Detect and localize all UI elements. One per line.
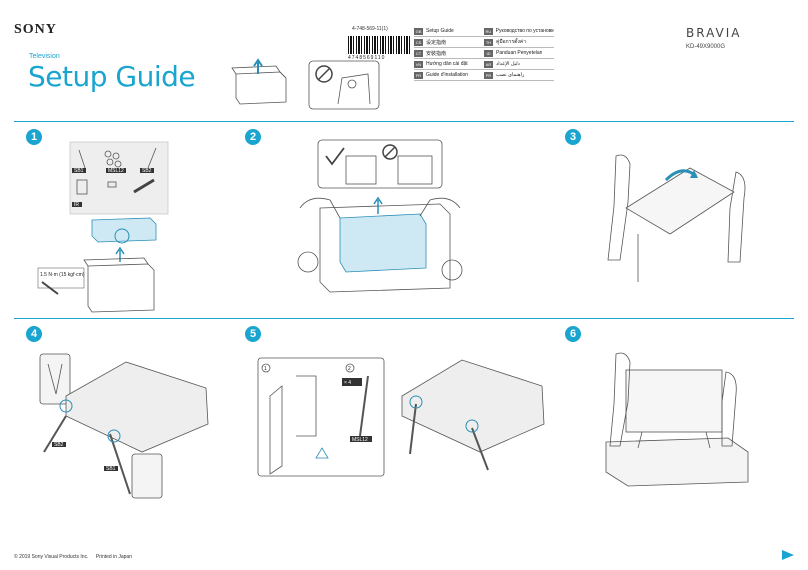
language-name: คู่มือการตั้งค่า <box>496 39 527 45</box>
part-label: MSL12 <box>352 437 368 443</box>
divider <box>14 318 794 319</box>
step-number: 5 <box>245 326 261 342</box>
substep-number: 2 <box>348 366 351 372</box>
step5-tv-illustration <box>401 359 545 471</box>
part-label: SB2 <box>142 168 152 174</box>
category-label: Television <box>29 53 60 60</box>
language-name: Guide d'installation <box>426 72 469 78</box>
step1-illustration: SB1 MSL12 SB2 IR 1.5 N·m (15 kgf·cm) <box>37 141 169 313</box>
language-name: Руководство по установке <box>495 28 554 34</box>
screw-multiplier: × 4 <box>344 380 351 386</box>
language-name: 安裝指南 <box>426 50 447 57</box>
language-code: AR <box>484 60 493 68</box>
language-name: راهنمای نصب <box>496 72 525 78</box>
divider <box>14 121 794 122</box>
step3-illustration <box>607 154 746 282</box>
torque-label: 1.5 N·m (15 kgf·cm) <box>40 272 85 278</box>
language-code: FR <box>414 71 423 79</box>
printed-in: Printed in Japan <box>95 554 132 560</box>
substep-number: 1 <box>264 366 267 372</box>
step-number: 2 <box>245 129 261 145</box>
step-number: 3 <box>565 129 581 145</box>
prohibited-illustration <box>308 60 380 110</box>
language-code: TH <box>484 38 493 46</box>
language-code: GB <box>414 27 423 35</box>
language-code: ID <box>484 49 493 57</box>
language-code: VN <box>414 60 423 68</box>
language-name: 设定指南 <box>426 39 447 46</box>
step2-illustration <box>297 139 463 293</box>
language-code: CS <box>414 38 423 46</box>
brand-name: BRAVIA <box>686 26 742 40</box>
part-label: SB1 <box>106 466 116 472</box>
footer: © 2019 Sony Visual Products Inc. Printed… <box>14 554 132 560</box>
language-name: Panduan Penyetelan <box>496 50 543 56</box>
barcode <box>348 36 410 54</box>
step-number: 1 <box>26 129 42 145</box>
sony-logo: SONY <box>14 22 57 37</box>
step6-illustration <box>605 352 749 487</box>
step-number: 4 <box>26 326 42 342</box>
part-label: SB1 <box>74 168 84 174</box>
copyright: © 2019 Sony Visual Products Inc. <box>14 554 89 560</box>
step-number: 6 <box>565 326 581 342</box>
language-code: RU <box>484 27 493 35</box>
model-number: KD-49X9000G <box>686 44 726 50</box>
part-number: 4-748-569-11(1) <box>352 26 388 32</box>
step5-illustration: 1 2 × 4 MSL12 <box>257 357 385 477</box>
part-label: IR <box>74 202 79 208</box>
language-code: CT <box>414 49 423 57</box>
page-title: Setup Guide <box>28 60 196 93</box>
language-code: PR <box>484 71 493 79</box>
part-label: SB2 <box>54 442 64 448</box>
part-label: MSL12 <box>108 168 124 174</box>
language-name: Hướng dẫn cài đặt <box>426 61 468 67</box>
barcode-number: 4748569110 <box>348 55 386 61</box>
language-name: Setup Guide <box>426 28 454 34</box>
step4-illustration: SB2 SB1 <box>39 353 209 499</box>
language-name: دليل الإعداد <box>496 61 520 67</box>
box-lift-illustration <box>231 58 287 105</box>
corner-arrow-icon <box>782 550 794 560</box>
